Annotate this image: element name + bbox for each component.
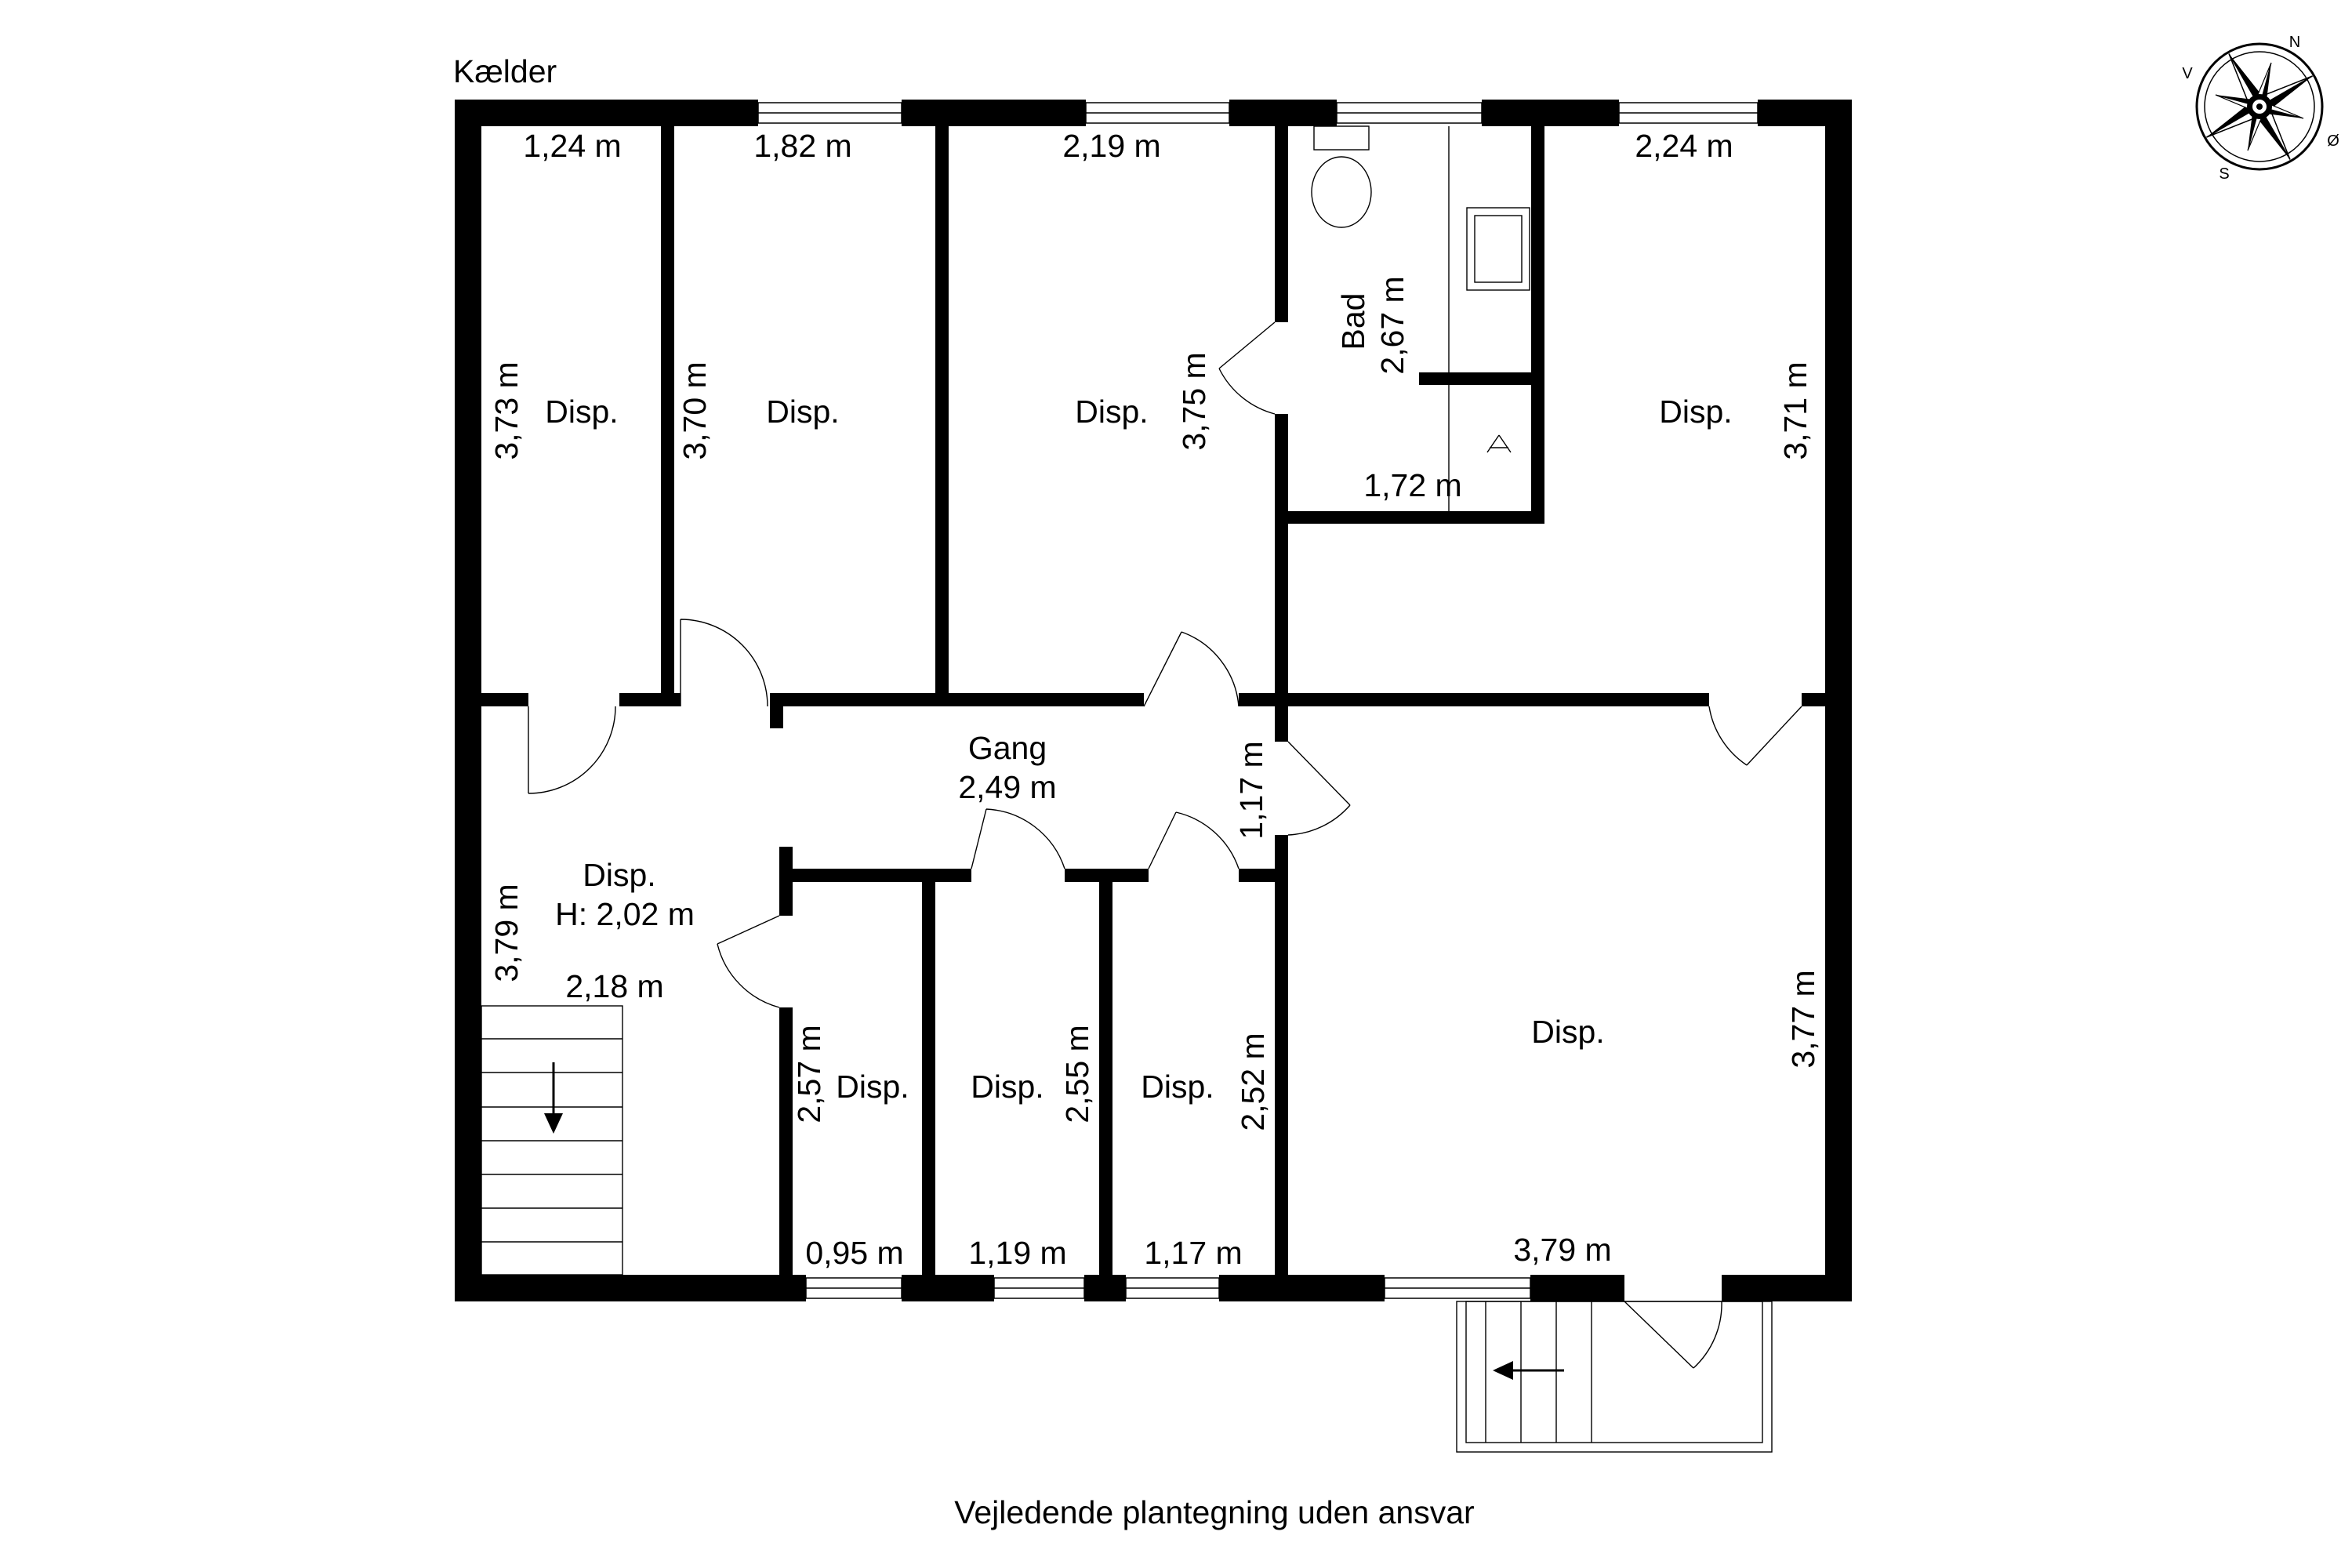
room-r3-width: 2,19 m <box>1062 128 1160 164</box>
compass-north: N <box>2289 34 2300 51</box>
room-s1-width: 0,95 m <box>805 1235 903 1271</box>
room-r3-length: 3,75 m <box>1176 352 1212 450</box>
room-bad-length: 2,67 m <box>1374 276 1410 374</box>
room-stair-height: H: 2,02 m <box>555 896 695 932</box>
footer-caption: Vejledende plantegning uden ansvar <box>954 1494 1474 1530</box>
exterior-walls <box>455 100 1852 1301</box>
interior-stairs <box>481 1005 623 1276</box>
bathroom-fixtures <box>1311 125 1530 511</box>
floor-title: Kælder <box>453 53 557 89</box>
room-r2-width: 1,82 m <box>753 128 851 164</box>
room-r2-length: 3,70 m <box>677 361 713 459</box>
compass-east: Ø <box>2327 132 2339 150</box>
room-r4-width: 2,24 m <box>1635 128 1733 164</box>
room-s2-length: 2,55 m <box>1059 1025 1095 1123</box>
room-gang-name: Gang <box>968 730 1047 766</box>
room-r1-length: 3,73 m <box>488 361 524 459</box>
room-bad-name: Bad <box>1335 293 1371 350</box>
room-r4-name: Disp. <box>1659 394 1732 430</box>
room-r1-name: Disp. <box>545 394 618 430</box>
room-s2-width: 1,19 m <box>968 1235 1066 1271</box>
room-labels: 1,24 m Disp. 3,73 m 1,82 m Disp. 3,70 m … <box>488 128 1821 1271</box>
room-s3-name: Disp. <box>1141 1069 1214 1105</box>
exterior-stairs <box>1456 1301 1773 1453</box>
room-big-name: Disp. <box>1531 1014 1604 1050</box>
room-big-length: 3,77 m <box>1785 970 1821 1068</box>
room-s3-width: 1,17 m <box>1144 1235 1242 1271</box>
room-stair-width: 2,18 m <box>565 968 663 1004</box>
room-s2-name: Disp. <box>971 1069 1044 1105</box>
room-s3-length: 2,52 m <box>1235 1033 1271 1131</box>
room-s1-name: Disp. <box>836 1069 909 1105</box>
interior-walls <box>481 126 1825 1301</box>
compass-rose: N S Ø V <box>2182 34 2339 183</box>
room-big-width: 3,79 m <box>1513 1232 1611 1268</box>
room-stair-length: 3,79 m <box>488 884 524 982</box>
room-r4-length: 3,71 m <box>1777 361 1813 459</box>
room-stair-name: Disp. <box>583 857 655 893</box>
windows <box>757 102 1759 1299</box>
room-gang-length: 1,17 m <box>1233 741 1269 839</box>
room-r2-name: Disp. <box>766 394 839 430</box>
room-r1-width: 1,24 m <box>523 128 621 164</box>
compass-south: S <box>2219 165 2229 183</box>
compass-west: V <box>2182 65 2193 82</box>
room-r3-name: Disp. <box>1075 394 1148 430</box>
room-bad-width: 1,72 m <box>1363 467 1461 503</box>
room-s1-length: 2,57 m <box>791 1025 827 1123</box>
room-gang-width: 2,49 m <box>958 769 1056 805</box>
doors <box>528 321 1802 1369</box>
